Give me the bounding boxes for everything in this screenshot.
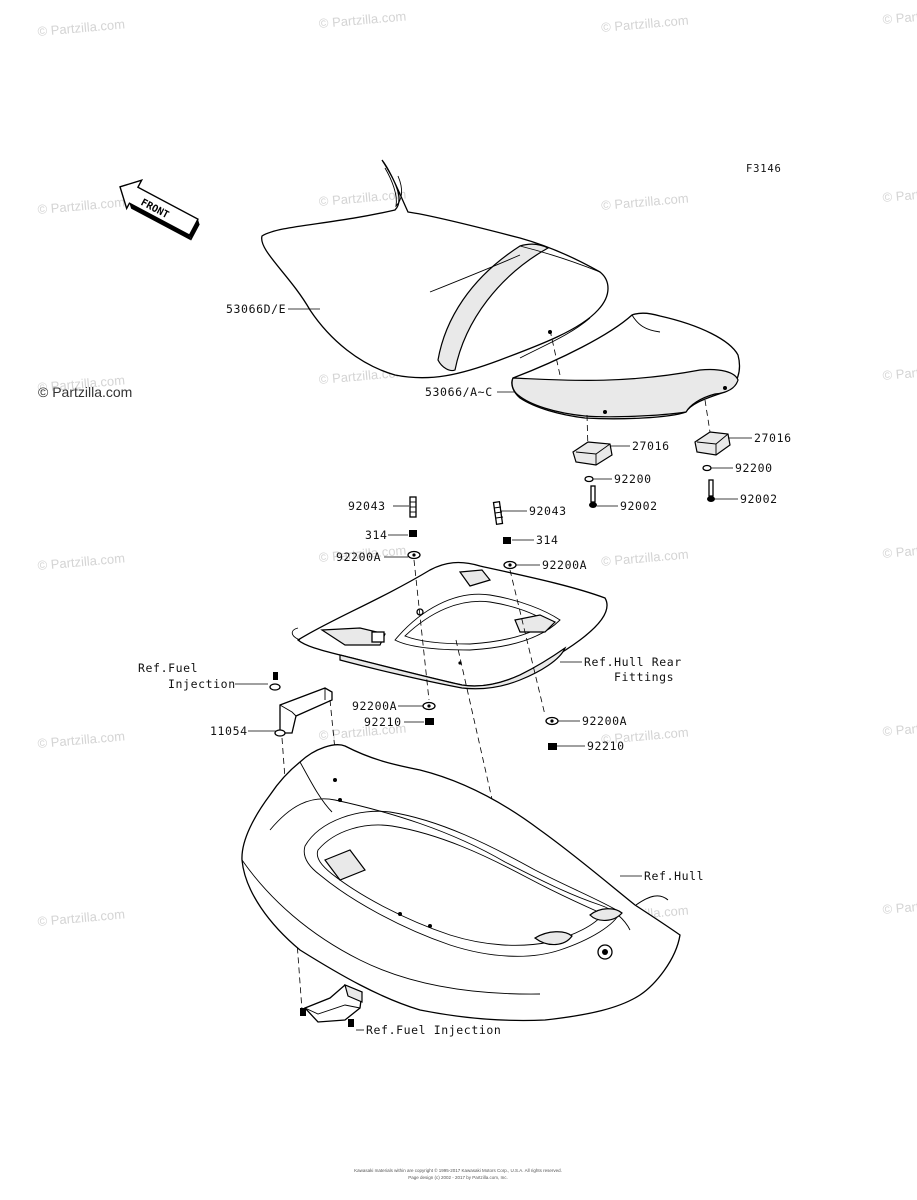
label-seat-rear: 53066/A~C — [425, 385, 493, 399]
stud-stack-right — [492, 500, 517, 570]
label-washer-a-upper-left: 92200A — [336, 550, 381, 564]
label-nut-92210-left: 92210 — [364, 715, 402, 729]
label-nut-right: 314 — [536, 533, 559, 547]
bracket-11054-part — [274, 687, 333, 737]
seat-bracket-right — [694, 431, 731, 502]
watermark: © Partzilla.com — [882, 894, 917, 917]
watermark: © Partzilla.com — [601, 190, 690, 213]
watermark: © Partzilla.com — [601, 546, 690, 569]
watermark: © Partzilla.com — [318, 186, 407, 209]
copyright-line-1: Kawasaki materials within are copyright … — [354, 1167, 562, 1173]
figure-code: F3146 — [746, 163, 782, 175]
label-bracket-right: 27016 — [754, 431, 792, 445]
label-ref-hull-rear-fittings-1: Ref.Hull Rear — [584, 655, 682, 669]
watermark: © Partzilla.com — [882, 182, 917, 205]
lower-fasteners-right — [545, 716, 559, 750]
label-stud-left: 92043 — [348, 499, 386, 513]
seat-bracket-left — [572, 441, 613, 508]
label-washer-left: 92200 — [614, 472, 652, 486]
label-bolt-left: 92002 — [620, 499, 658, 513]
hull-part — [241, 744, 681, 1022]
label-seat-front: 53066D/E — [226, 302, 286, 316]
label-washer-right: 92200 — [735, 461, 773, 475]
label-bracket-left: 27016 — [632, 439, 670, 453]
front-seat-part — [261, 159, 609, 379]
lower-fasteners-left — [422, 701, 436, 725]
watermark: © Partzilla.com — [882, 538, 917, 561]
part-labels: 53066D/E 53066/A~C 27016 92200 92002 270… — [138, 302, 792, 1037]
label-ref-hull: Ref.Hull — [644, 869, 704, 883]
label-washer-a-lower-left: 92200A — [352, 699, 397, 713]
label-stud-right: 92043 — [529, 504, 567, 518]
hull-rear-fittings-part — [291, 561, 608, 690]
label-bracket-11054: 11054 — [210, 724, 248, 738]
watermark: © Partzilla.com — [882, 360, 917, 383]
label-ref-fuel-injection-bottom: Ref.Fuel Injection — [366, 1023, 501, 1037]
fuel-injection-bracket-bottom — [300, 983, 363, 1027]
leader-lines — [235, 308, 752, 1031]
label-ref-hull-rear-fittings-2: Fittings — [614, 670, 674, 684]
label-ref-fuel-injection-top-1: Ref.Fuel — [138, 661, 198, 675]
watermark: © Partzilla.com — [37, 194, 126, 217]
copyright-line-2: Page design (c) 2002 - 2017 by Partzilla… — [408, 1175, 508, 1180]
fuel-injection-bolt-top — [269, 672, 281, 691]
watermark: © Partzilla.com — [601, 12, 690, 35]
watermark: © Partzilla.com — [882, 716, 917, 739]
watermark: © Partzilla.com — [318, 8, 407, 31]
label-nut-left: 314 — [365, 528, 388, 542]
front-arrow-icon: FRONT — [119, 179, 200, 241]
label-washer-a-lower-right: 92200A — [582, 714, 627, 728]
stud-stack-left — [407, 496, 421, 560]
watermark: © Partzilla.com — [37, 16, 126, 39]
watermark: © Partzilla.com — [882, 4, 917, 27]
watermark-emphasis: © Partzilla.com — [38, 384, 132, 400]
watermark: © Partzilla.com — [37, 550, 126, 573]
watermark: © Partzilla.com — [37, 906, 126, 929]
label-bolt-right: 92002 — [740, 492, 778, 506]
label-nut-92210-right: 92210 — [587, 739, 625, 753]
rear-seat-part — [511, 312, 741, 420]
label-washer-a-upper-right: 92200A — [542, 558, 587, 572]
watermark: © Partzilla.com — [37, 728, 126, 751]
label-ref-fuel-injection-top-2: Injection — [168, 677, 236, 691]
